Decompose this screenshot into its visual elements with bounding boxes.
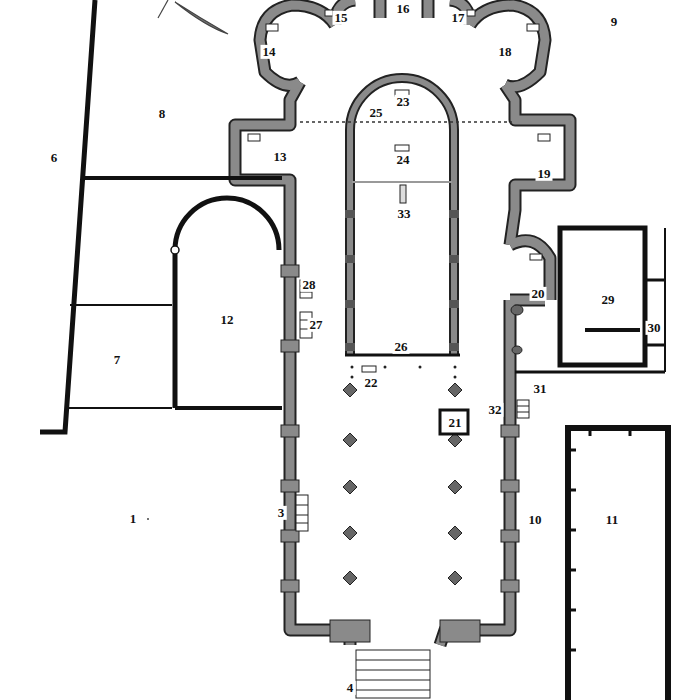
callout-number: 22 [363, 376, 380, 390]
callout-number: 25 [368, 106, 385, 120]
callout-number: 33 [396, 207, 413, 221]
callout-number: 7 [112, 353, 123, 367]
callout-number: 4 [345, 681, 356, 695]
callout-number: 23 [395, 95, 412, 109]
callout-number: 8 [157, 107, 168, 121]
callout-number: 29 [600, 293, 617, 307]
callout-number: 6 [49, 151, 60, 165]
callout-number: 16 [395, 2, 412, 16]
callout-number: 30 [646, 321, 663, 335]
callout-number: 11 [604, 513, 620, 527]
callout-number: 26 [393, 340, 410, 354]
callout-number: 14 [261, 45, 278, 59]
callout-number: 20 [530, 287, 547, 301]
callout-number: 12 [219, 313, 236, 327]
callout-number: 19 [536, 167, 553, 181]
callout-number: 3 [276, 506, 287, 520]
callout-number: 17 [450, 11, 467, 25]
callout-number: 31 [532, 382, 549, 396]
callout-number: 32 [487, 403, 504, 417]
callout-number: 9 [609, 15, 620, 29]
callout-number: 15 [333, 11, 350, 25]
callout-number: 21 [447, 416, 464, 430]
callout-number: 24 [395, 153, 412, 167]
callout-number: 18 [497, 45, 514, 59]
callout-number: 1 [128, 512, 139, 526]
callout-number: 28 [301, 278, 318, 292]
callout-number: 27 [308, 318, 325, 332]
callout-number: 10 [527, 513, 544, 527]
callout-number: 13 [272, 150, 289, 164]
